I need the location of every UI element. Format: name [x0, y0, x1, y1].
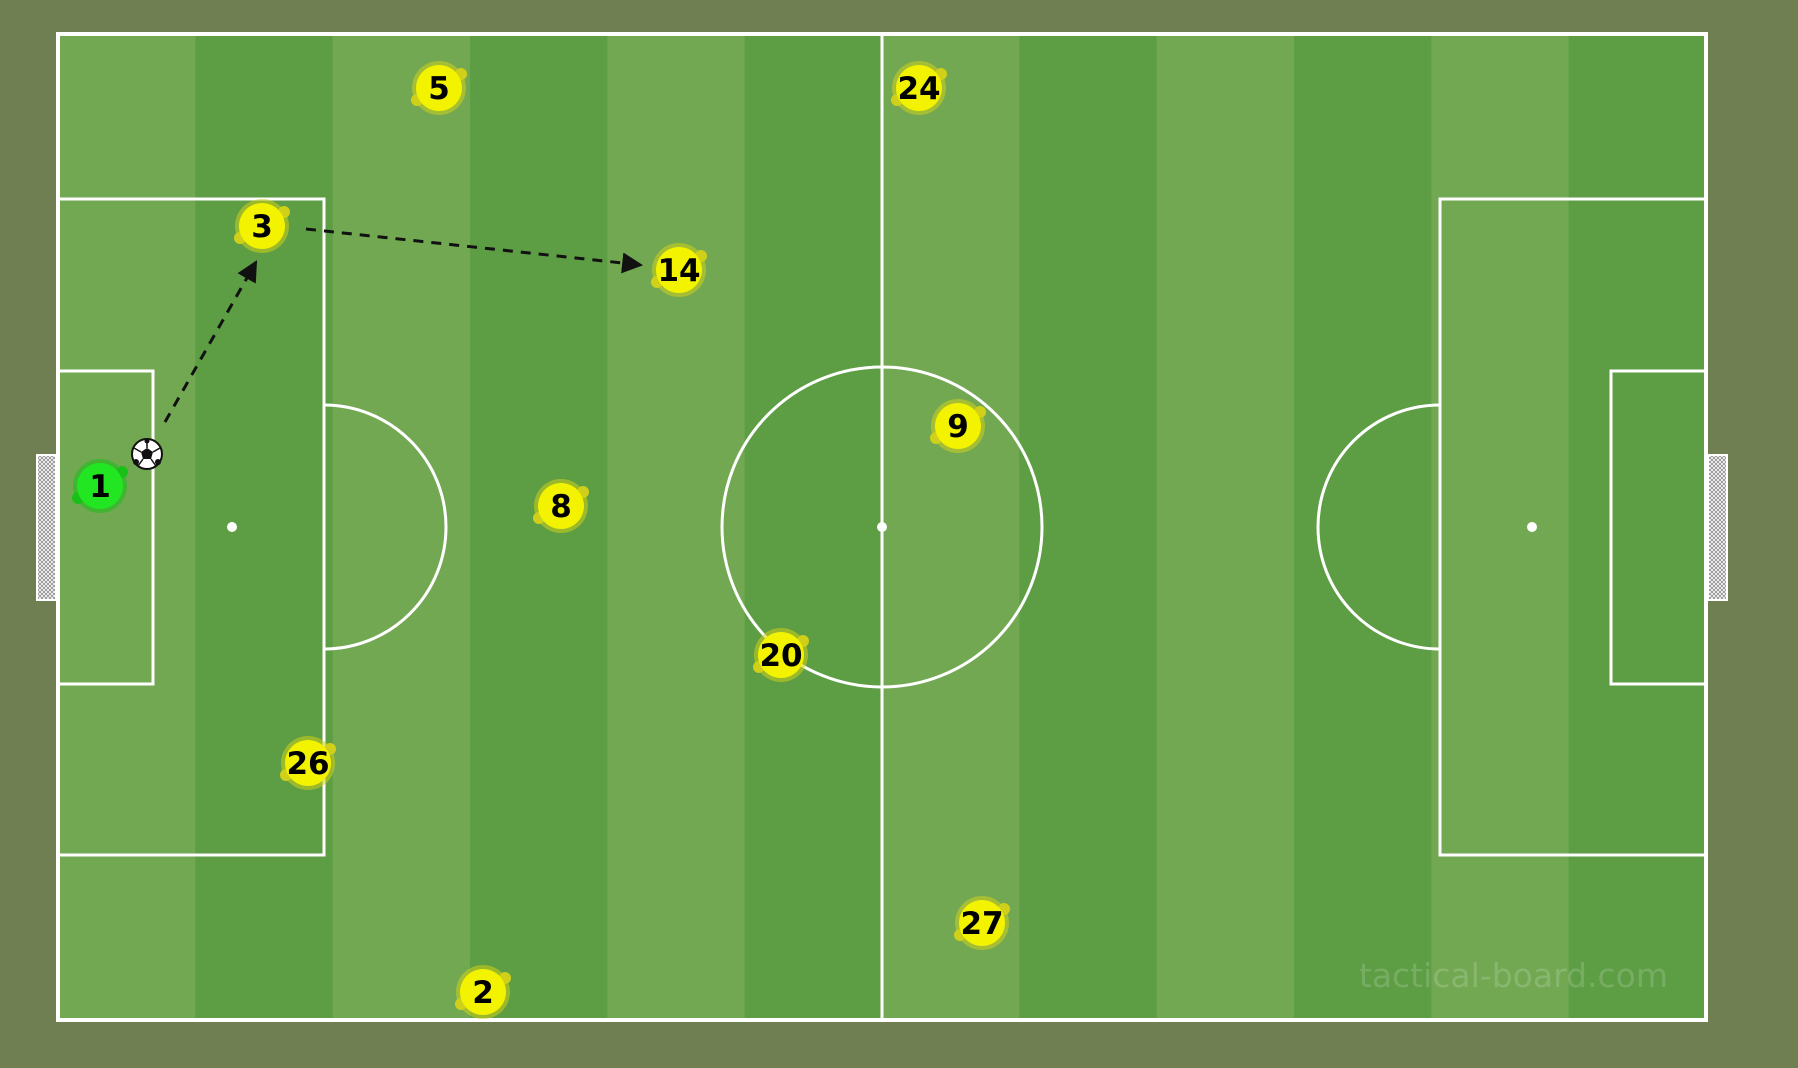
- center-circle: [720, 365, 1044, 689]
- player-number: 5: [428, 71, 450, 107]
- player-token-3[interactable]: 3: [234, 199, 290, 253]
- right-goal-area: [1609, 369, 1708, 686]
- player-number: 2: [472, 975, 494, 1011]
- left-goal-area: [56, 369, 155, 686]
- player-number: 1: [89, 469, 111, 505]
- pitch-stripe: [882, 34, 1020, 1020]
- pitch-stripe: [744, 34, 883, 1020]
- pitch-stripe: [470, 34, 608, 1020]
- center-spot: [877, 522, 887, 532]
- player-number: 27: [960, 906, 1003, 942]
- player-disc: [935, 403, 981, 449]
- pass-arrows: [163, 227, 644, 423]
- player-disc: [285, 740, 331, 786]
- left-penalty-arc: [323, 403, 448, 651]
- player-number: 24: [897, 71, 940, 107]
- pass-arrow-ball-to-3: [163, 260, 258, 423]
- goal-net-icon: [1707, 454, 1728, 601]
- player-number: 9: [947, 409, 969, 445]
- player-disc: [538, 483, 584, 529]
- pass-arrow-3-to-14: [305, 227, 644, 274]
- player-token-9[interactable]: 9: [930, 399, 986, 453]
- player-disc: [416, 65, 462, 111]
- player-token-2[interactable]: 2: [455, 965, 511, 1019]
- pitch-stripe: [1156, 34, 1295, 1020]
- player-number: 14: [657, 253, 700, 289]
- watermark: tactical-board.com: [1359, 956, 1668, 995]
- pitch-stripe: [195, 34, 334, 1020]
- pitch-stripe: [1019, 34, 1158, 1020]
- pitch-stripe: [1431, 34, 1570, 1020]
- player-token-14[interactable]: 14: [651, 243, 707, 297]
- player-token-5[interactable]: 5: [411, 61, 467, 115]
- player-token-20[interactable]: 20: [753, 628, 809, 682]
- soccer-ball-icon[interactable]: [131, 438, 163, 470]
- player-disc: [239, 203, 285, 249]
- player-disc: [77, 463, 123, 509]
- player-number: 26: [286, 746, 329, 782]
- pitch-stripe: [1294, 34, 1432, 1020]
- pitch-stripe: [58, 34, 196, 1020]
- player-token-26[interactable]: 26: [280, 736, 336, 790]
- left-penalty-spot: [227, 522, 237, 532]
- player-number: 3: [251, 209, 273, 245]
- right-penalty-arc: [1316, 403, 1441, 651]
- player-disc: [959, 900, 1005, 946]
- player-token-8[interactable]: 8: [533, 479, 589, 533]
- player-number: 8: [550, 489, 572, 525]
- player-token-27[interactable]: 27: [954, 896, 1010, 950]
- right-penalty-spot: [1527, 522, 1537, 532]
- pitch-stripe: [332, 34, 471, 1020]
- player-disc: [656, 247, 702, 293]
- goal-net-icon: [36, 454, 57, 601]
- player-number: 20: [759, 638, 802, 674]
- player-token-1[interactable]: 1: [72, 459, 128, 513]
- pitch-stripe: [607, 34, 746, 1020]
- player-token-24[interactable]: 24: [891, 61, 947, 115]
- player-disc: [896, 65, 942, 111]
- player-disc: [758, 632, 804, 678]
- pitch-stripe: [1568, 34, 1707, 1020]
- players-layer: 1 3 5 24 14 9 8 20 26 27 2: [72, 61, 1010, 1019]
- player-disc: [460, 969, 506, 1015]
